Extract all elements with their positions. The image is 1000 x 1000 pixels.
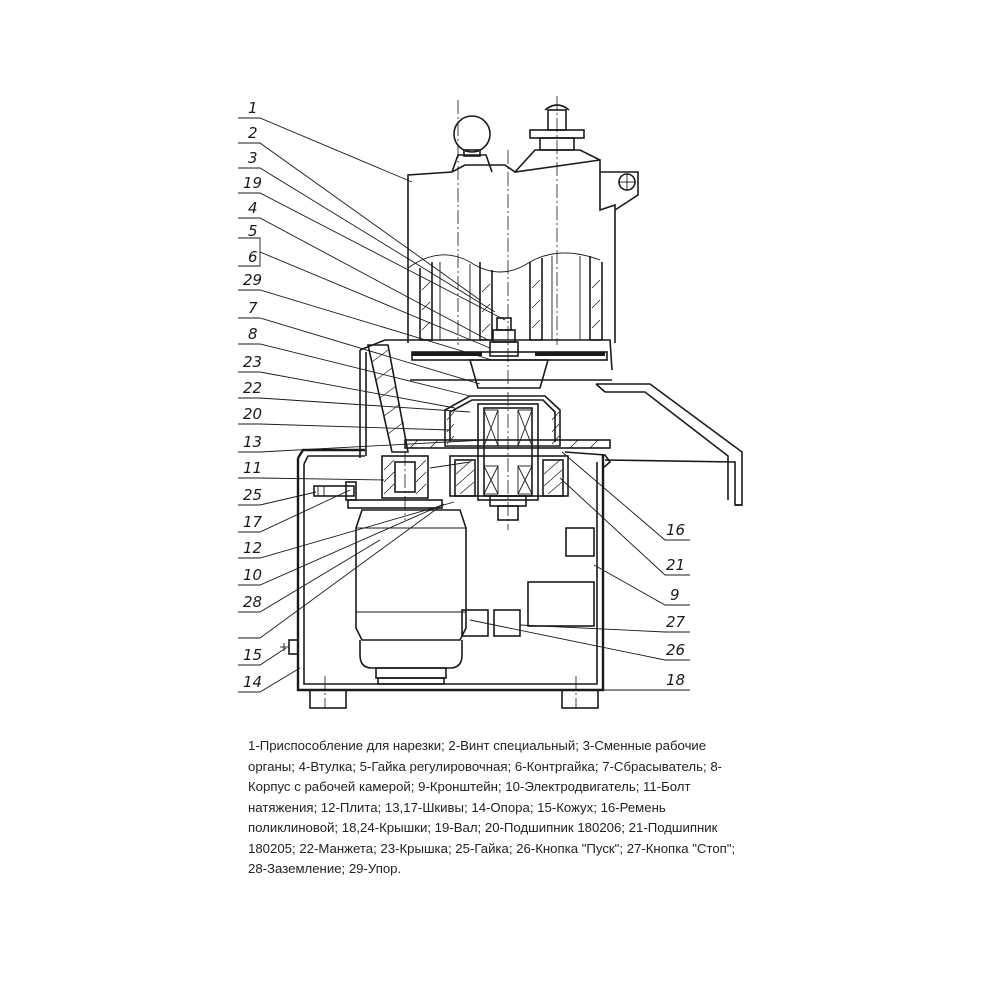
callout-18: 18 [666, 671, 685, 689]
callout-17: 17 [243, 513, 263, 531]
callout-3: 3 [248, 149, 258, 167]
callout-28: 28 [243, 593, 262, 611]
callouts-left: 1 2 3 19 4 5 6 29 7 8 23 22 20 13 11 25 … [243, 99, 263, 691]
electric-motor [355, 509, 467, 685]
callouts-right: 16 21 9 27 26 18 [666, 521, 686, 689]
grounding-terminal [280, 639, 299, 655]
center-lines [324, 96, 577, 708]
callout-27: 27 [666, 613, 686, 631]
callout-7: 7 [248, 299, 258, 317]
callout-22: 22 [243, 379, 262, 397]
callout-23: 23 [243, 353, 262, 371]
leader-lines-left [238, 117, 506, 693]
callout-5: 5 [248, 222, 258, 240]
bearing-housing [449, 403, 569, 521]
motor-plate [347, 499, 443, 509]
assembly-drawing: 1 2 3 19 4 5 6 29 7 8 23 22 20 13 11 25 … [238, 96, 743, 709]
callout-11: 11 [243, 459, 262, 477]
callout-1: 1 [248, 99, 258, 117]
callout-14: 14 [243, 673, 262, 691]
parts-legend: 1-Приспособление для нарезки; 2-Винт спе… [248, 738, 736, 876]
callout-29: 29 [243, 271, 262, 289]
leader-lines-right [469, 451, 690, 691]
callout-20: 20 [243, 405, 262, 423]
callout-2: 2 [248, 124, 258, 142]
cutting-attachment [407, 104, 639, 357]
callout-13: 13 [243, 433, 262, 451]
callout-8: 8 [248, 325, 258, 343]
callout-19: 19 [243, 174, 262, 192]
discharge-chute [595, 383, 743, 506]
support-feet [309, 689, 599, 709]
callout-15: 15 [243, 646, 262, 664]
callout-6: 6 [248, 248, 258, 266]
callout-16: 16 [666, 521, 685, 539]
callout-9: 9 [670, 586, 680, 604]
callout-12: 12 [243, 539, 262, 557]
callout-26: 26 [666, 641, 685, 659]
callout-21: 21 [666, 556, 685, 574]
callout-4: 4 [248, 199, 258, 217]
electrical-units [461, 527, 595, 637]
work-chamber [359, 339, 613, 458]
callout-10: 10 [243, 566, 262, 584]
callout-25: 25 [243, 486, 262, 504]
motor-pulley [356, 455, 430, 501]
